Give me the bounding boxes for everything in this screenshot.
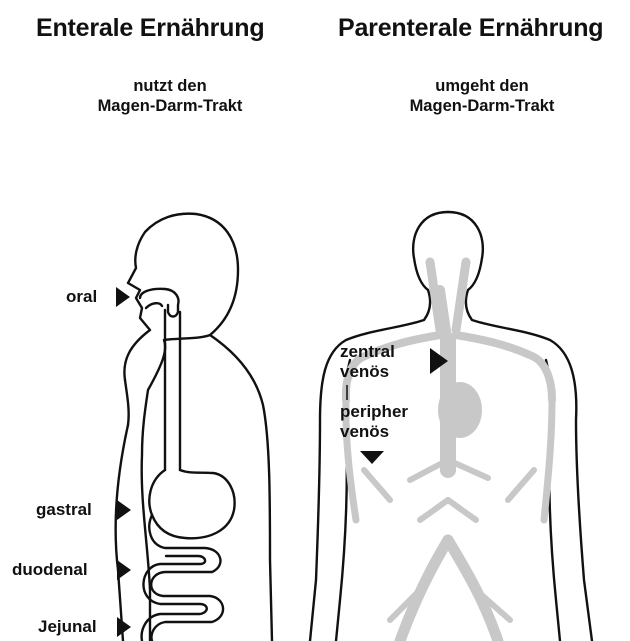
label-jejunal: Jejunal [38,617,97,637]
label-duodenal: duodenal [12,560,88,580]
arrow-oral-icon [116,287,130,307]
arrow-jejunal-icon [117,617,131,637]
label-central-line1: zentral [340,342,395,362]
enteral-body-profile [116,214,272,641]
arrow-peripheral-venous-icon [360,451,384,464]
label-oral: oral [66,287,97,307]
label-peripheral-line1: peripher [340,402,408,422]
label-central-venous: zentral venös [340,342,395,382]
label-central-line2: venös [340,362,395,382]
arrow-duodenal-icon [117,560,131,580]
label-gastral: gastral [36,500,92,520]
arrow-gastral-icon [117,500,131,520]
label-peripheral-line2: venös [340,422,408,442]
label-peripheral-venous: peripher venös [340,402,408,442]
